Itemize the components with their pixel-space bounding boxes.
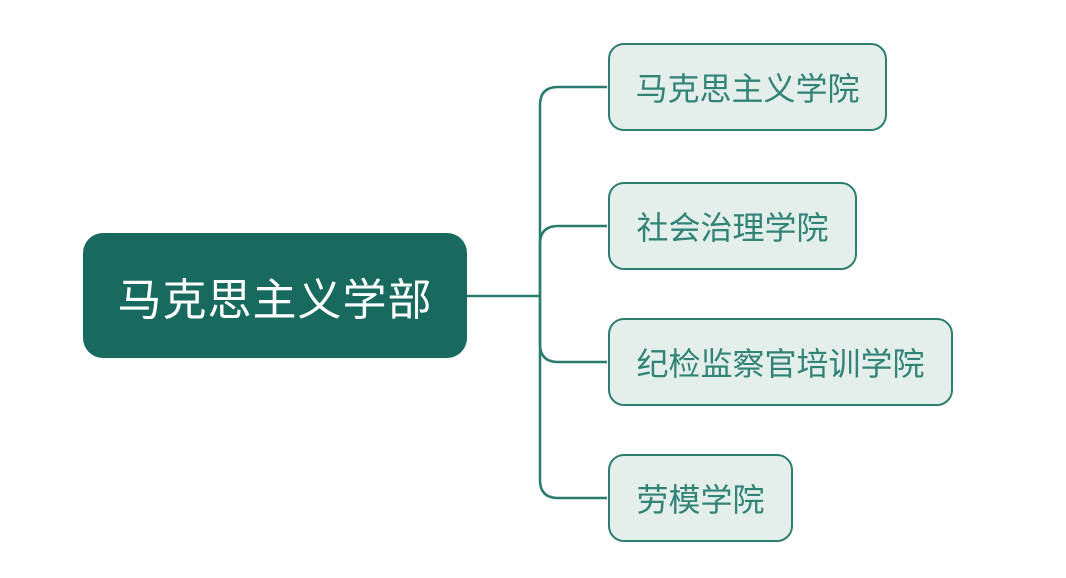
branch-node-label: 劳模学院 [636, 482, 765, 518]
connector-branch-4 [538, 296, 607, 500]
branch-node-label: 马克思主义学院 [635, 71, 860, 107]
connector-branch-2 [538, 224, 607, 296]
branch-node-label: 社会治理学院 [636, 210, 829, 246]
connector-branch-1 [538, 85, 607, 296]
root-node-label: 马克思主义学部 [117, 275, 433, 325]
branch-node-model-worker-college[interactable]: 劳模学院 [608, 454, 793, 542]
root-node[interactable]: 马克思主义学部 [83, 233, 467, 358]
branch-node-label: 纪检监察官培训学院 [636, 346, 925, 382]
branch-node-discipline-inspection-training-college[interactable]: 纪检监察官培训学院 [608, 318, 953, 406]
branch-node-marxism-college[interactable]: 马克思主义学院 [608, 43, 887, 131]
branch-node-social-governance-college[interactable]: 社会治理学院 [608, 182, 857, 270]
connector-branch-3 [538, 296, 607, 364]
